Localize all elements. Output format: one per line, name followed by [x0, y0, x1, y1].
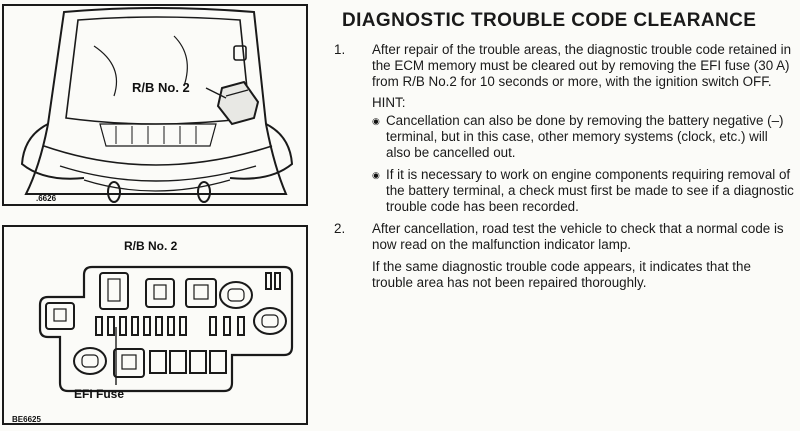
step-number: 1. [334, 42, 346, 57]
hint-list: ◉ Cancellation can also be done by remov… [372, 113, 794, 215]
step-number: 2. [334, 221, 346, 236]
engine-compartment-drawing [20, 7, 294, 203]
step-1: 1. After repair of the trouble areas, th… [316, 42, 794, 215]
hint-item: ◉ Cancellation can also be done by remov… [372, 113, 794, 161]
relay-box-title: R/B No. 2 [124, 239, 178, 253]
step-followup: If the same diagnostic trouble code appe… [372, 259, 751, 290]
figure-code: BE6625 [12, 415, 41, 424]
relay-box-figure: R/B No. 2 EFI Fuse BE6625 [2, 225, 308, 425]
step-text: After repair of the trouble areas, the d… [372, 42, 792, 89]
relay-box-drawing [38, 265, 294, 393]
bullet-circle-icon: ◉ [372, 116, 380, 126]
step-2: 2. After cancellation, road test the veh… [316, 221, 794, 291]
engine-compartment-figure: R/B No. 2 .6626 [2, 4, 308, 206]
hint-text: Cancellation can also be done by removin… [386, 113, 784, 160]
hint-item: ◉ If it is necessary to work on engine c… [372, 167, 794, 215]
figure-code: .6626 [36, 194, 57, 203]
hint-label: HINT: [372, 95, 406, 110]
procedure-text: DIAGNOSTIC TROUBLE CODE CLEARANCE 1. Aft… [316, 6, 794, 291]
bullet-circle-icon: ◉ [372, 170, 380, 180]
page-title: DIAGNOSTIC TROUBLE CODE CLEARANCE [342, 10, 757, 31]
step-text: After cancellation, road test the vehicl… [372, 221, 784, 252]
hint-text: If it is necessary to work on engine com… [386, 167, 794, 214]
relay-box-label: R/B No. 2 [132, 80, 190, 95]
efi-fuse-label: EFI Fuse [74, 387, 125, 401]
